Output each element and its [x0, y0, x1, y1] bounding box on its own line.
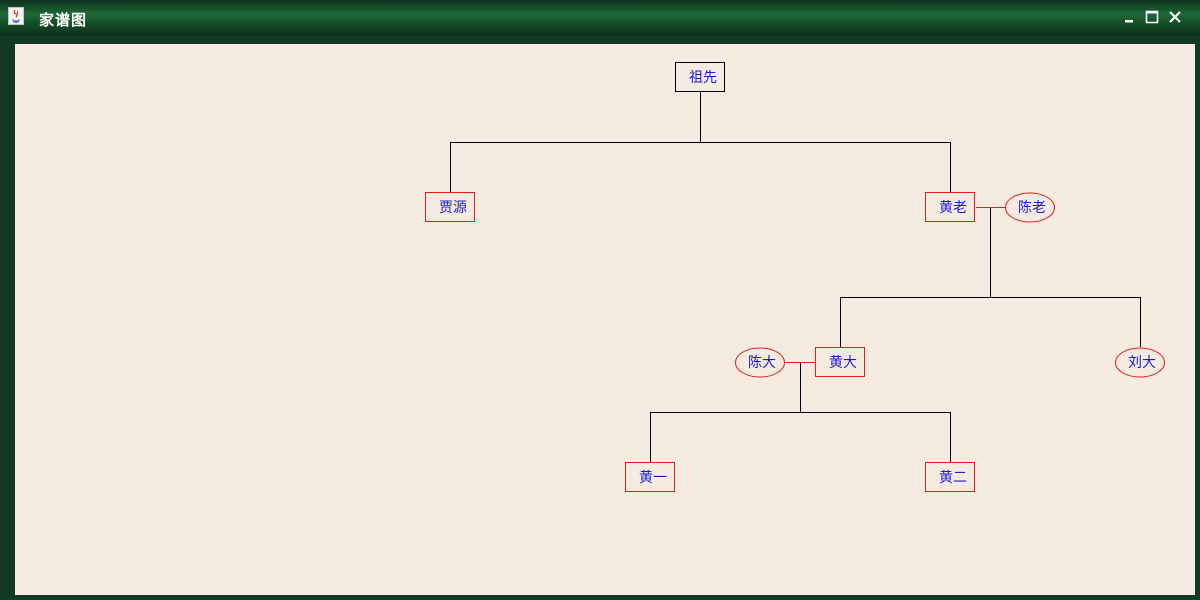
node-label: 黄一 [639, 469, 667, 486]
member-node-huang-lao[interactable]: 黄老 [925, 192, 975, 222]
member-node-jia-yuan[interactable]: 贾源 [425, 192, 475, 222]
spouse-node-chen-da[interactable]: 陈大 [735, 347, 785, 378]
node-label: 贾源 [439, 200, 467, 216]
spouse-node-chen-lao[interactable]: 陈老 [1005, 192, 1055, 223]
node-label: 黄二 [939, 469, 967, 486]
close-icon [1169, 11, 1181, 23]
node-label: 黄大 [829, 354, 857, 371]
maximize-icon [1145, 10, 1159, 24]
node-label: 黄老 [939, 199, 967, 216]
member-node-huang-er[interactable]: 黄二 [925, 462, 975, 492]
minimize-button[interactable] [1122, 10, 1136, 24]
member-node-huang-yi[interactable]: 黄一 [625, 462, 675, 492]
spouse-connectors [785, 207, 1005, 363]
member-node-huang-da[interactable]: 黄大 [815, 347, 865, 377]
maximize-button[interactable] [1145, 10, 1159, 24]
family-tree-diagram: 祖先 贾源 黄老 陈老 黄大 [425, 62, 1165, 492]
title-bar[interactable]: 家谱图 [0, 0, 1200, 36]
minimize-icon [1125, 20, 1133, 23]
java-cup-icon[interactable] [7, 6, 25, 26]
node-label: 陈老 [1018, 199, 1046, 216]
close-button[interactable] [1168, 10, 1182, 24]
family-tree-canvas: 祖先 贾源 黄老 陈老 黄大 [15, 44, 1195, 595]
spouse-node-liu-da[interactable]: 刘大 [1115, 347, 1165, 378]
node-label: 陈大 [748, 354, 776, 371]
window-title: 家谱图 [39, 11, 88, 29]
node-label: 刘大 [1128, 355, 1156, 371]
connectors [450, 92, 1141, 462]
root-node[interactable]: 祖先 [675, 62, 725, 92]
node-label: 祖先 [689, 70, 717, 86]
